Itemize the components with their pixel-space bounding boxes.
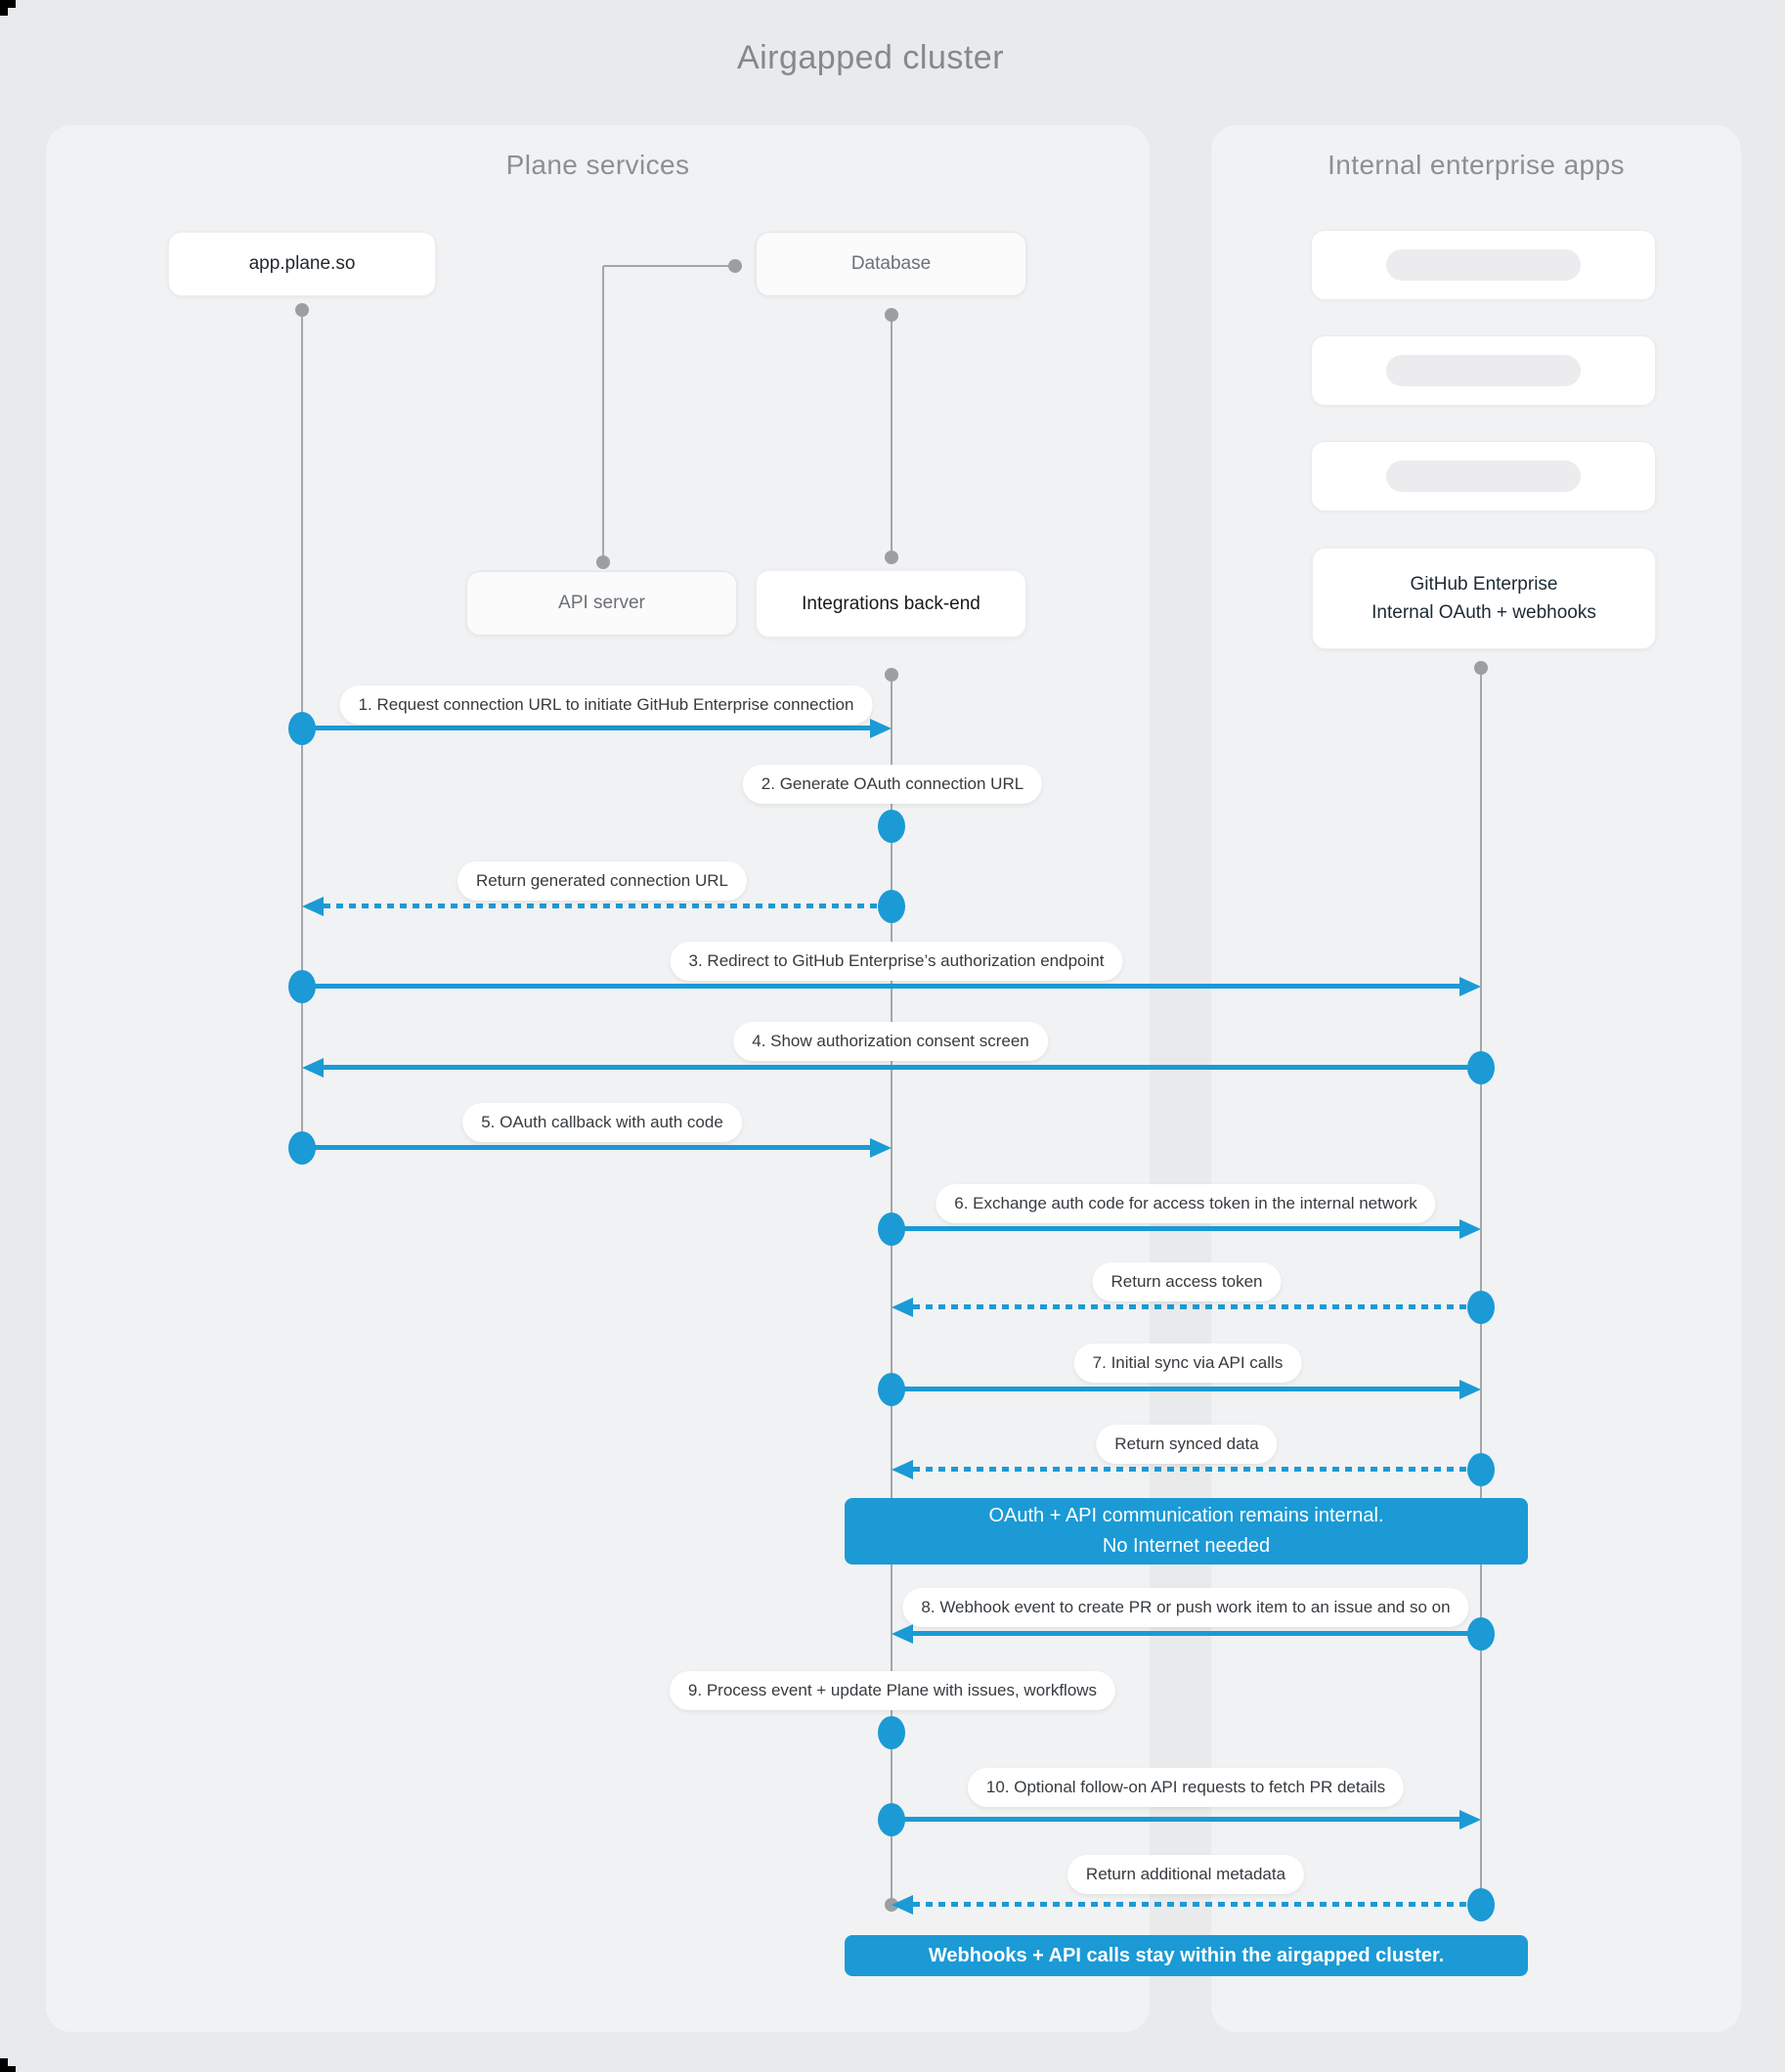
connector-database-integrations bbox=[891, 315, 892, 557]
github-line1: GitHub Enterprise bbox=[1410, 573, 1558, 595]
message-6-arrowhead bbox=[1459, 1219, 1481, 1239]
actor-database: Database bbox=[756, 232, 1026, 296]
return-3-arrow bbox=[913, 1467, 1481, 1472]
message-4-label: 4. Show authorization consent screen bbox=[733, 1022, 1048, 1061]
message-7-source-dot bbox=[878, 1373, 905, 1406]
return-1-label: Return generated connection URL bbox=[457, 861, 747, 901]
return-4-arrow bbox=[913, 1902, 1481, 1907]
return-4-arrowhead bbox=[892, 1895, 913, 1915]
message-5-arrow bbox=[302, 1145, 872, 1150]
message-8-label: 8. Webhook event to create PR or push wo… bbox=[902, 1588, 1469, 1627]
message-10-arrow bbox=[892, 1817, 1461, 1822]
message-7-arrow bbox=[892, 1387, 1461, 1391]
return-1-arrowhead bbox=[302, 897, 324, 916]
connector-api-server-vertical bbox=[602, 266, 604, 562]
return-4-label: Return additional metadata bbox=[1067, 1855, 1305, 1894]
message-4-arrow bbox=[324, 1065, 1481, 1070]
message-1-arrow bbox=[302, 726, 872, 730]
crop-mark-top-left bbox=[0, 0, 16, 8]
message-1-label: 1. Request connection URL to initiate Gi… bbox=[339, 685, 873, 725]
github-line2: Internal OAuth + webhooks bbox=[1371, 602, 1596, 623]
return-3-label: Return synced data bbox=[1096, 1425, 1278, 1464]
message-7-arrowhead bbox=[1459, 1380, 1481, 1399]
dot-github-lifeline-start bbox=[1474, 661, 1488, 675]
return-4-source-dot bbox=[1467, 1888, 1495, 1921]
internal-apps-title: Internal enterprise apps bbox=[1328, 150, 1625, 180]
lifeline-github bbox=[1480, 668, 1482, 1905]
airgapped-banner: Webhooks + API calls stay within the air… bbox=[845, 1935, 1528, 1976]
placeholder-app-pill-1 bbox=[1386, 249, 1581, 281]
dot-integrations-top bbox=[885, 551, 898, 564]
message-3-arrow bbox=[302, 984, 1461, 989]
message-10-label: 10. Optional follow-on API requests to f… bbox=[967, 1768, 1405, 1807]
return-2-source-dot bbox=[1467, 1291, 1495, 1324]
message-2-label: 2. Generate OAuth connection URL bbox=[742, 765, 1043, 804]
placeholder-app-pill-2 bbox=[1386, 355, 1581, 386]
banner-1-line-1: OAuth + API communication remains intern… bbox=[988, 1505, 1384, 1526]
crop-mark-bottom-left-2 bbox=[0, 2066, 16, 2072]
message-5-label: 5. OAuth callback with auth code bbox=[462, 1103, 742, 1142]
message-3-arrowhead bbox=[1459, 977, 1481, 996]
page-title: Airgapped cluster bbox=[736, 39, 1005, 76]
actor-app-plane: app.plane.so bbox=[168, 232, 436, 296]
message-9-dot bbox=[878, 1716, 905, 1749]
message-5-source-dot bbox=[288, 1131, 316, 1165]
message-1-arrowhead bbox=[870, 719, 892, 738]
message-3-source-dot bbox=[288, 970, 316, 1003]
return-1-source-dot bbox=[878, 890, 905, 923]
internal-communication-banner: OAuth + API communication remains intern… bbox=[845, 1498, 1528, 1565]
plane-services-title: Plane services bbox=[505, 150, 690, 180]
banner-1-line-2: No Internet needed bbox=[1102, 1535, 1271, 1557]
crop-mark-top-left-2 bbox=[0, 0, 8, 16]
return-1-arrow bbox=[324, 904, 892, 908]
dot-app-plane-bottom bbox=[295, 303, 309, 317]
message-8-source-dot bbox=[1467, 1617, 1495, 1651]
actor-github-enterprise: GitHub Enterprise Internal OAuth + webho… bbox=[1312, 548, 1656, 649]
message-6-label: 6. Exchange auth code for access token i… bbox=[936, 1184, 1436, 1223]
message-3-label: 3. Redirect to GitHub Enterprise’s autho… bbox=[670, 942, 1123, 981]
message-8-arrowhead bbox=[892, 1624, 913, 1644]
dot-api-server-top bbox=[596, 555, 610, 569]
message-4-arrowhead bbox=[302, 1058, 324, 1078]
return-2-label: Return access token bbox=[1092, 1262, 1282, 1301]
crop-mark-bottom-left bbox=[0, 2058, 8, 2072]
dot-elbow-to-database bbox=[728, 259, 742, 273]
message-10-arrowhead bbox=[1459, 1810, 1481, 1830]
placeholder-app-pill-3 bbox=[1386, 461, 1581, 492]
message-6-arrow bbox=[892, 1226, 1461, 1231]
return-2-arrowhead bbox=[892, 1298, 913, 1317]
plane-services-panel bbox=[46, 125, 1150, 2032]
placeholder-app-card-1 bbox=[1311, 230, 1656, 300]
message-7-label: 7. Initial sync via API calls bbox=[1073, 1344, 1302, 1383]
banner-2-line-1: Webhooks + API calls stay within the air… bbox=[928, 1944, 1445, 1966]
message-6-source-dot bbox=[878, 1212, 905, 1246]
message-1-source-dot bbox=[288, 712, 316, 745]
dot-database-bottom bbox=[885, 308, 898, 322]
message-8-arrow bbox=[913, 1631, 1481, 1636]
message-4-source-dot bbox=[1467, 1051, 1495, 1084]
message-10-source-dot bbox=[878, 1803, 905, 1836]
message-5-arrowhead bbox=[870, 1138, 892, 1158]
return-3-arrowhead bbox=[892, 1460, 913, 1479]
connector-api-server-horizontal bbox=[603, 265, 735, 267]
dot-integrations-lifeline-start bbox=[885, 668, 898, 682]
return-2-arrow bbox=[913, 1304, 1481, 1309]
actor-integrations-backend: Integrations back-end bbox=[756, 570, 1026, 638]
actor-api-server: API server bbox=[466, 571, 737, 636]
return-3-source-dot bbox=[1467, 1453, 1495, 1486]
message-9-label: 9. Process event + update Plane with iss… bbox=[669, 1671, 1116, 1710]
message-2-dot bbox=[878, 810, 905, 843]
lifeline-integrations bbox=[891, 675, 892, 1905]
